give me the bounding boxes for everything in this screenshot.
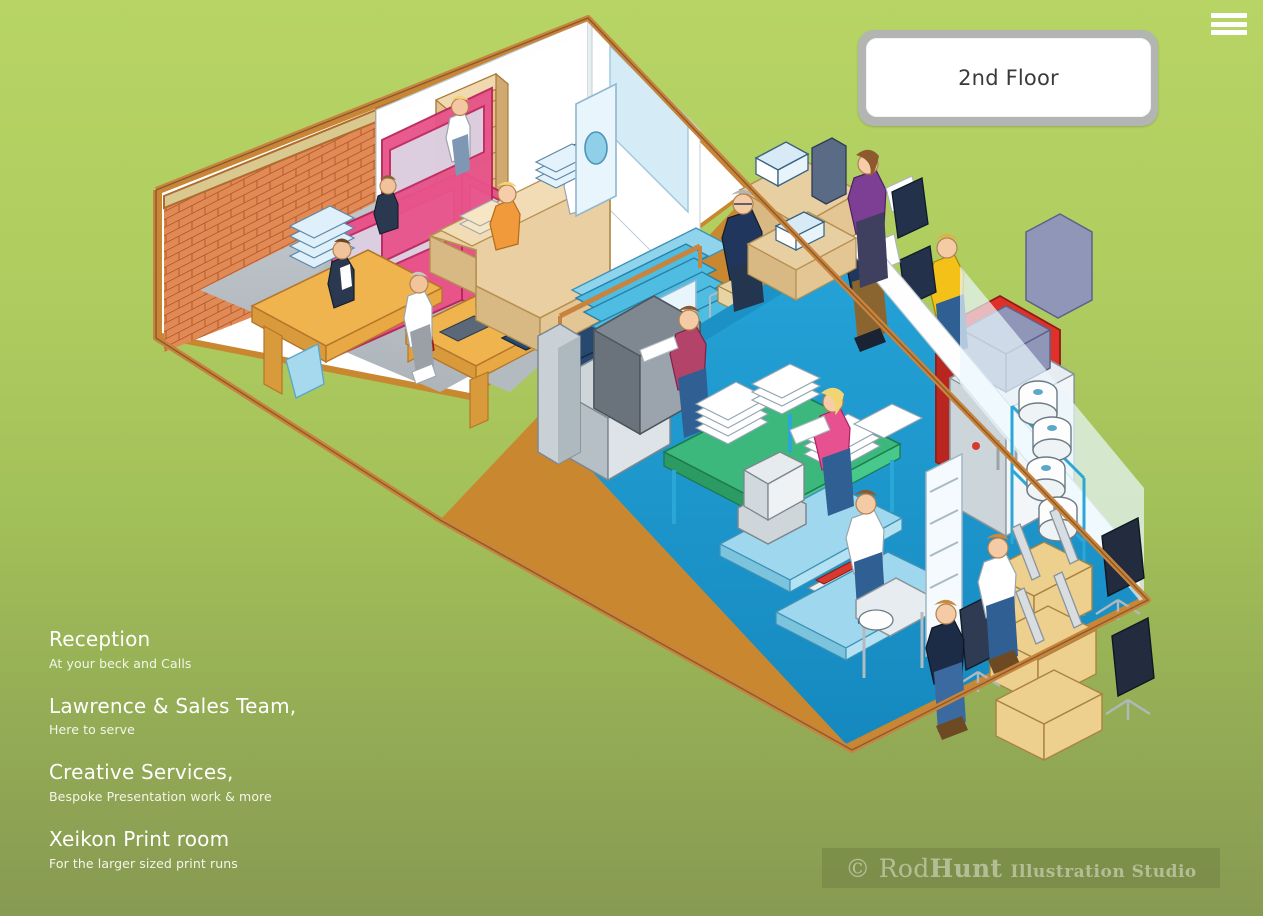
receptionist-1 bbox=[489, 181, 521, 251]
legend-subtitle: Bespoke Presentation work & more bbox=[49, 789, 272, 805]
floor-selector-panel: 2nd Floor bbox=[866, 38, 1151, 117]
packing-people bbox=[925, 533, 1020, 740]
watermark-copyright: © bbox=[845, 853, 871, 883]
plotter bbox=[855, 577, 931, 678]
legend-title: Creative Services, bbox=[49, 760, 234, 785]
legend-subtitle: At your beck and Calls bbox=[49, 655, 192, 671]
legend-item-sales-team[interactable]: Lawrence & Sales Team, Here to serve bbox=[49, 693, 479, 740]
legend-item-creative-services[interactable]: Creative Services, Bespoke Presentation … bbox=[49, 761, 479, 806]
isometric-office-illustration bbox=[140, 0, 1170, 790]
legend-title: Xeikon Print room bbox=[49, 827, 230, 852]
packing-zone bbox=[925, 452, 1155, 762]
legend-item-reception[interactable]: Reception At your beck and Calls bbox=[49, 627, 479, 673]
legend-item-xeikon-print-room[interactable]: Xeikon Print room For the larger sized p… bbox=[49, 828, 479, 873]
print-room-people bbox=[789, 387, 886, 624]
legend-title: Reception bbox=[49, 627, 151, 651]
printing-press bbox=[537, 295, 710, 482]
door-upper bbox=[575, 82, 617, 218]
watermark-text: © RodHunt Illustration Studio bbox=[845, 854, 1197, 883]
floor-selector-label: 2nd Floor bbox=[958, 65, 1059, 90]
hamburger-bar-1 bbox=[1211, 13, 1247, 18]
hamburger-menu-icon[interactable] bbox=[1211, 10, 1247, 38]
watermark-brand-light: Rod bbox=[878, 853, 930, 883]
legend-title: Lawrence & Sales Team, bbox=[49, 693, 297, 718]
hamburger-bar-3 bbox=[1211, 30, 1247, 35]
watermark-brand-bold: Hunt bbox=[929, 853, 1003, 883]
people-left-office bbox=[327, 95, 471, 385]
outer-trim-shadow bbox=[155, 17, 1150, 751]
floor-legend: Reception At your beck and Calls Lawrenc… bbox=[49, 627, 479, 873]
watermark: © RodHunt Illustration Studio bbox=[822, 848, 1220, 888]
hamburger-bar-2 bbox=[1211, 21, 1247, 27]
watermark-tagline: Illustration Studio bbox=[1010, 861, 1197, 882]
floor-selector-button[interactable]: 2nd Floor bbox=[858, 30, 1158, 126]
legend-subtitle: For the larger sized print runs bbox=[49, 855, 238, 871]
legend-subtitle: Here to serve bbox=[49, 722, 135, 738]
